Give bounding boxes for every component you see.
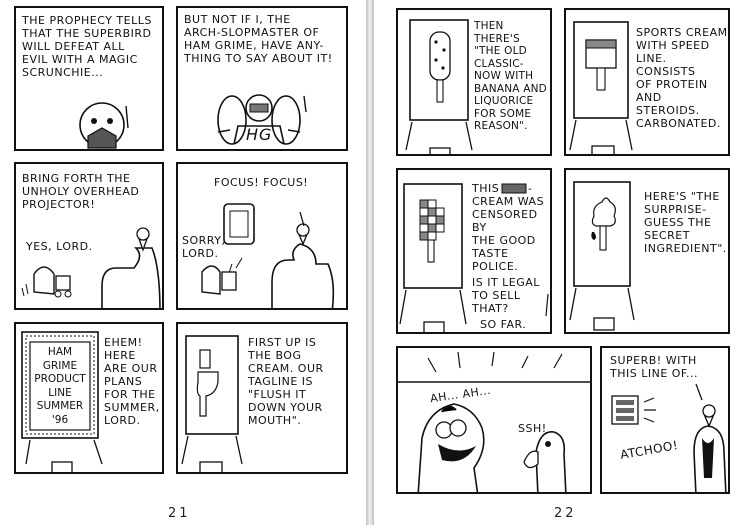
superb-speech: Superb! With this line of...	[610, 354, 698, 380]
villain-drawing	[217, 94, 307, 145]
page-number-22: 22	[554, 506, 577, 521]
panel-1: The prophecy tells that the superbird wi…	[14, 6, 164, 151]
surprise-cream-slide-drawing	[569, 181, 635, 331]
panel-11: Ah... Ah... Ssh!	[396, 346, 592, 494]
scroll-reader-drawing	[79, 102, 129, 149]
superb-scene-drawing	[611, 383, 727, 492]
product-line-sign: Ham Grime Product Line Summer '96	[34, 346, 86, 426]
projected-image-drawing	[201, 203, 335, 308]
ehem-speech: Ehem! Here are our plans for the summer,…	[104, 336, 160, 427]
book-spine	[366, 0, 374, 525]
sneeze-build-up-drawing	[398, 351, 590, 492]
legal-question: Is it legal to sell that?	[472, 276, 540, 315]
surprise-speech: Here's "The surprise- guess the secret i…	[644, 190, 727, 255]
panel-3: Bring forth the unholy overhead projecto…	[14, 162, 164, 310]
panel-9: This - cream was censored by the good ta…	[396, 168, 552, 334]
panel-10: Here's "The surprise- guess the secret i…	[564, 168, 730, 334]
page-21: The prophecy tells that the superbird wi…	[0, 0, 366, 525]
projector-scene-drawing	[21, 227, 161, 308]
bog-cream-speech: First up is the bog cream. Our tagline i…	[248, 336, 324, 427]
panel-8: Sports cream with speed line. Consists o…	[564, 8, 730, 156]
villain-emblem: HG	[246, 125, 273, 144]
command-speech: Bring forth the unholy overhead projecto…	[22, 172, 140, 211]
projection-screen-drawing	[21, 331, 103, 472]
censored-word-box	[501, 183, 527, 194]
classic-speech: Then there's "The old classic- now with …	[474, 20, 547, 132]
sorry-reply: Sorry, Lord.	[182, 234, 226, 260]
narration-text: The prophecy tells that the superbird wi…	[22, 14, 152, 79]
censored-speech-rest: - cream was censored by the good taste p…	[472, 182, 545, 273]
classic-ice-lolly-slide-drawing	[405, 19, 473, 154]
panel-7: Then there's "The old classic- now with …	[396, 8, 552, 156]
sports-cream-speech: Sports cream with speed line. Consists o…	[636, 26, 728, 130]
sports-cream-slide-drawing	[569, 21, 633, 154]
page-22: Then there's "The old classic- now with …	[374, 0, 740, 525]
villain-speech: But not if I, the arch-slopmaster of Ham…	[184, 13, 333, 65]
panel-5: Ham Grime Product Line Summer '96 Ehem! …	[14, 322, 164, 474]
censored-cream-slide-drawing	[399, 183, 549, 332]
panel-12: Superb! With this line of... Atchoo!	[600, 346, 730, 494]
minion-reply: Yes, Lord.	[26, 240, 93, 253]
censored-speech-start: This	[472, 182, 500, 195]
panel-2: But not if I, the arch-slopmaster of Ham…	[176, 6, 348, 151]
page-number-21: 21	[168, 506, 191, 521]
panel-6: First up is the bog cream. Our tagline i…	[176, 322, 348, 474]
panel-4: Focus! Focus! Sorry, Lord.	[176, 162, 348, 310]
bog-cream-slide-drawing	[181, 335, 243, 472]
so-far-reply: So far.	[480, 318, 527, 331]
focus-speech: Focus! Focus!	[214, 176, 309, 189]
ssh-text: Ssh!	[518, 422, 547, 435]
